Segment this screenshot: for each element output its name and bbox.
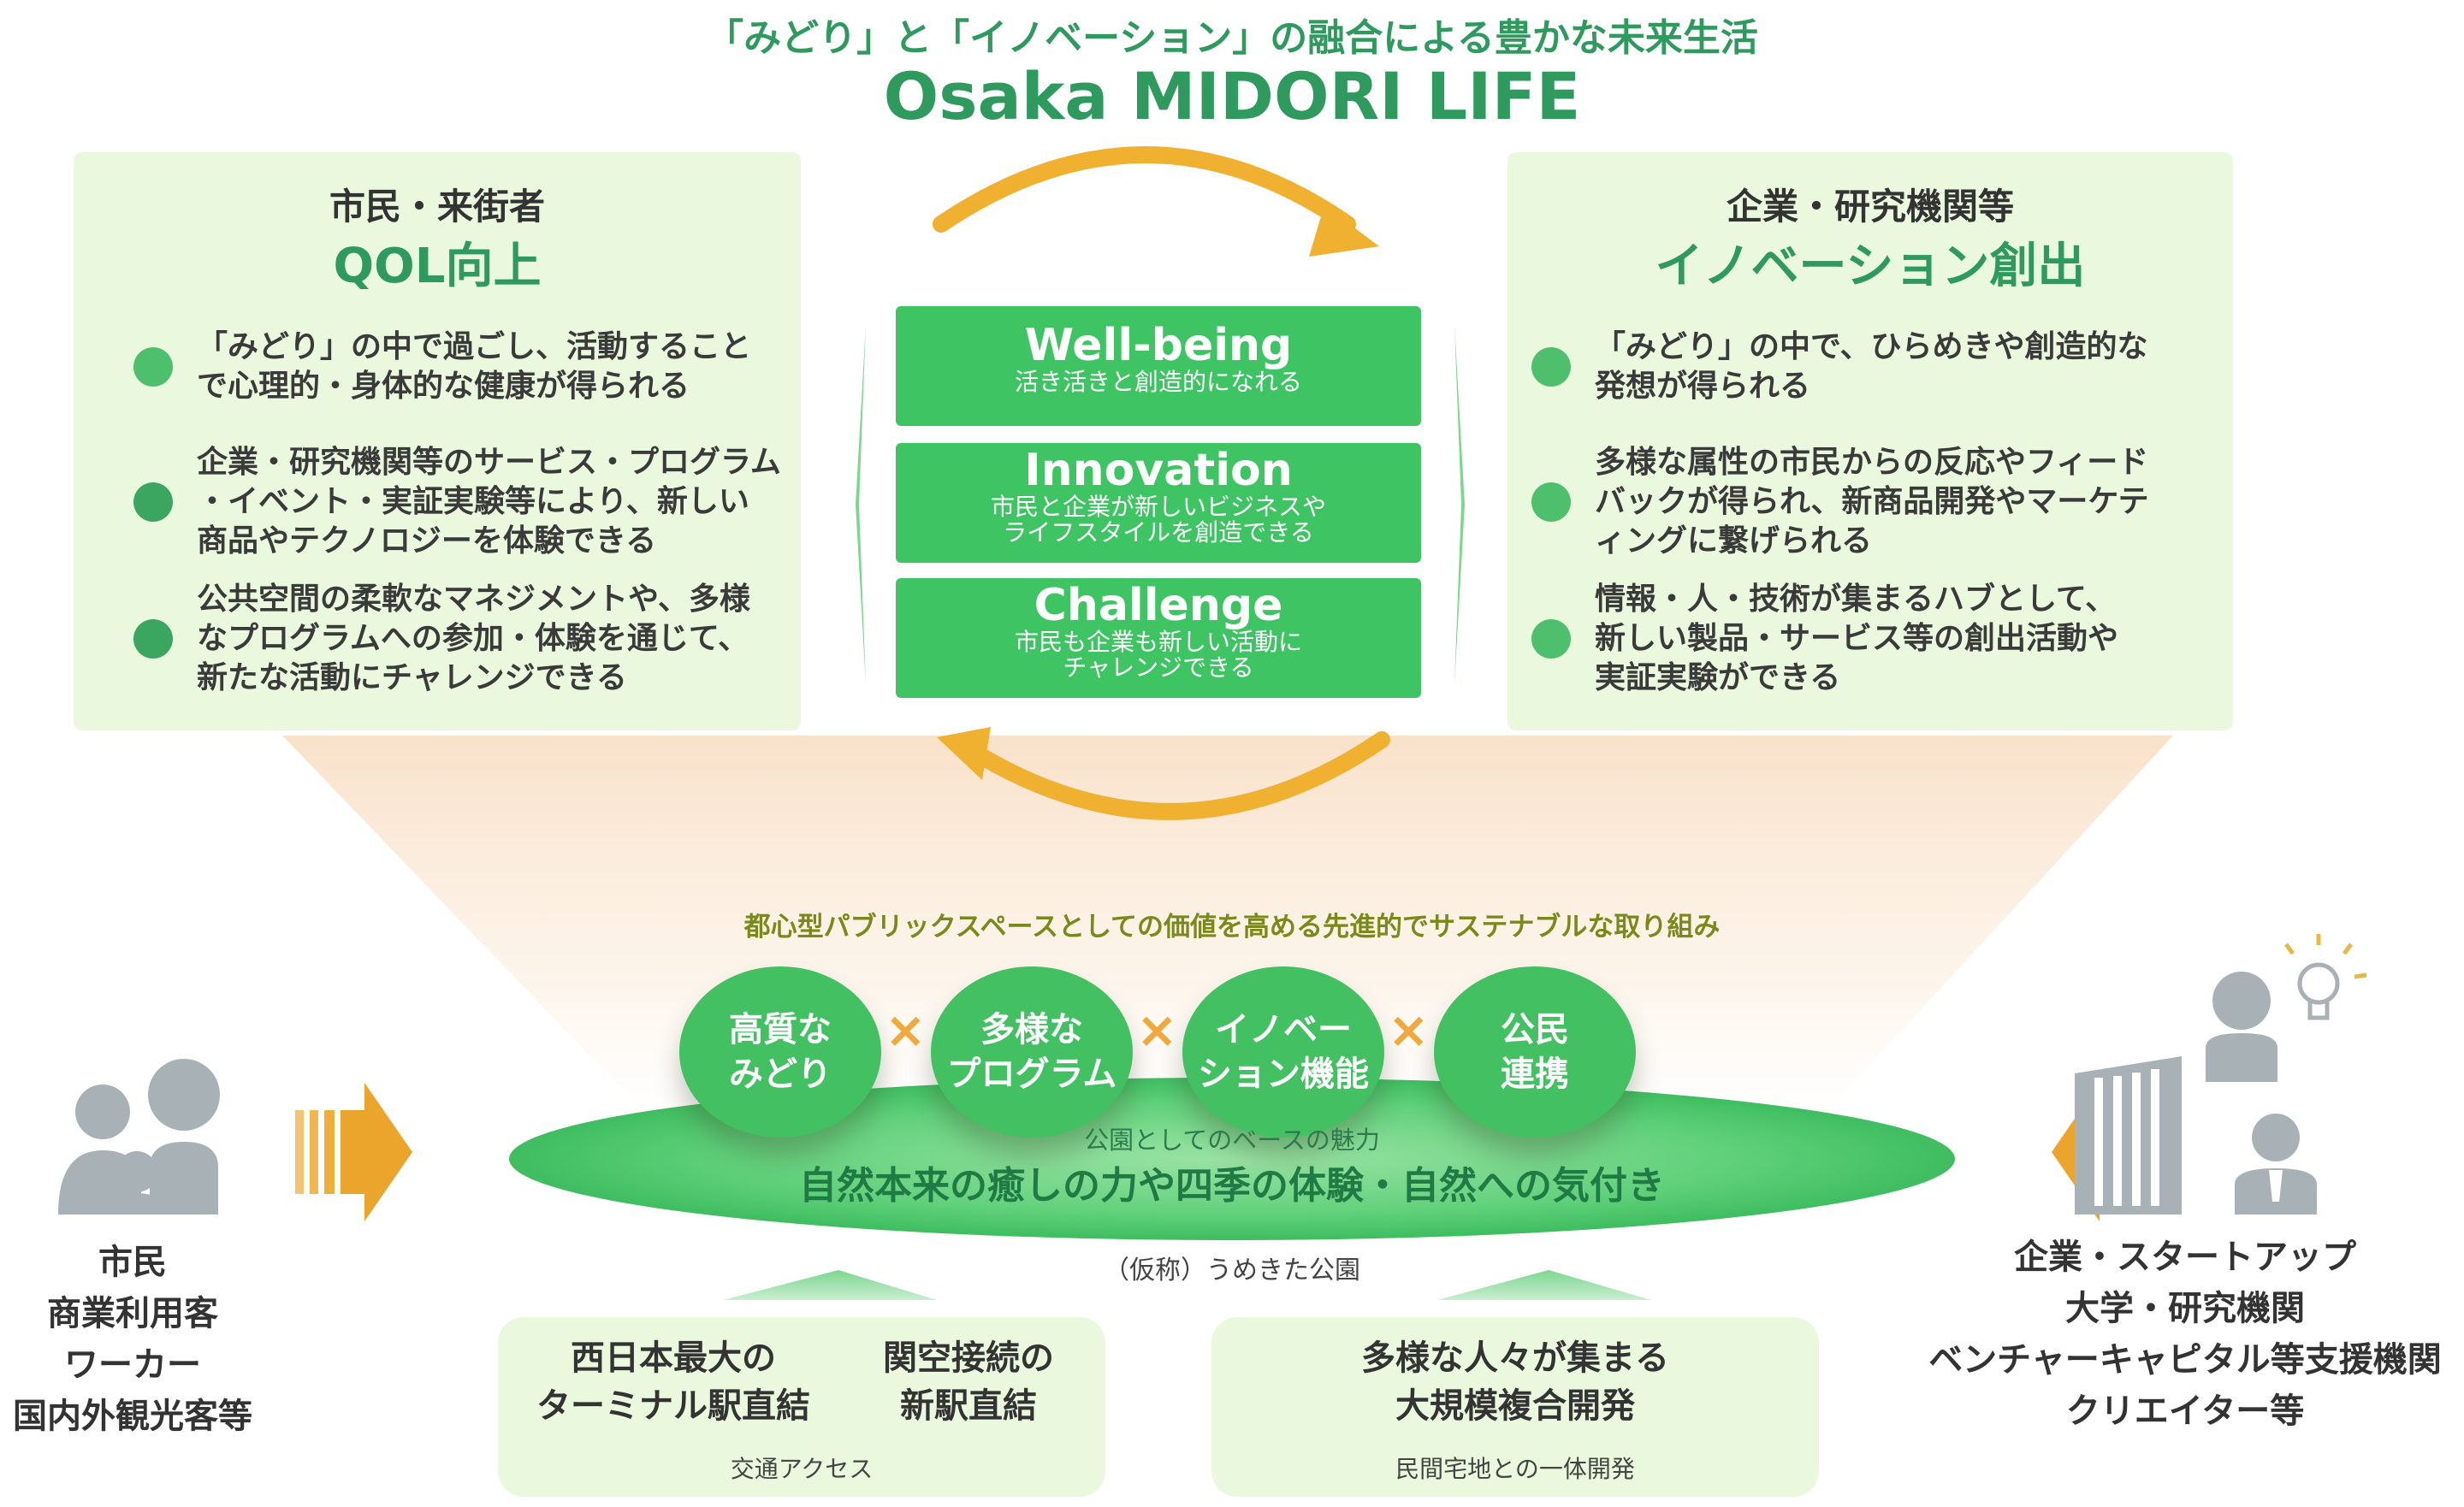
- company-panel: 企業・研究機関等 イノベーション創出 「みどり」の中で、ひらめきや創造的な 発想…: [1507, 152, 2233, 730]
- citizen-panel-subheading: QOL向上: [333, 239, 542, 294]
- challenge-box: Challenge 市民も企業も新しい活動に チャレンジできる: [896, 578, 1421, 698]
- list-item: 「みどり」の中で、ひらめきや創造的な 発想が得られる: [1531, 328, 2223, 406]
- businessperson-icon: [2235, 1114, 2317, 1214]
- lightbulb-icon: [2283, 934, 2367, 1020]
- wellbeing-subtitle: 活き活きと創造的になれる: [1014, 368, 1302, 396]
- bullet-text: 情報・人・技術が集まるハブとして、 新しい製品・サービス等の創出活動や 実証実験…: [1595, 582, 2119, 695]
- challenge-subtitle: 市民も企業も新しい活動に チャレンジできる: [1014, 628, 1302, 682]
- company-panel-subheading: イノベーション創出: [1655, 239, 2086, 294]
- citizen-panel: 市民・来街者 QOL向上 「みどり」の中で過ごし、活動すること で心理的・身体的…: [74, 152, 801, 730]
- innovation-title: Innovation: [1024, 445, 1293, 496]
- list-item: 公共空間の柔軟なマネジメントや、多様 なプログラムへの参加・体験を通じて、 新た…: [133, 580, 791, 698]
- company-user-list: 企業・スタートアップ 大学・研究機関 ベンチャーキャピタル等支援機関 クリエイタ…: [1928, 1238, 2442, 1431]
- company-panel-heading: 企業・研究機関等: [1726, 186, 2014, 228]
- initiative-title: 都心型パブリックスペースとしての価値を高める先進的でサステナブルな取り組み: [743, 912, 1721, 943]
- bullet-text: 「みどり」の中で過ごし、活動すること で心理的・身体的な健康が得られる: [197, 329, 752, 404]
- cycle-arrow-icon: [933, 146, 1356, 233]
- bullet-dot: [1531, 482, 1571, 522]
- development-box: 多様な人々が集まる 大規模複合開発 民間宅地との一体開発: [1211, 1317, 1819, 1497]
- person-icon: [2206, 972, 2277, 1082]
- park-name: （仮称）うめきた公園: [1104, 1256, 1360, 1285]
- transport-access-caption: 交通アクセス: [730, 1455, 874, 1483]
- times-symbol: ×: [885, 1001, 927, 1059]
- family-icon: [58, 1059, 220, 1214]
- base-main-text: 自然本来の癒しの力や四季の体験・自然への気付き: [799, 1164, 1665, 1208]
- diagram-title: Osaka MIDORI LIFE: [883, 58, 1581, 134]
- circle-innovation-function: イノベー ション機能: [1182, 966, 1384, 1138]
- times-symbol: ×: [1136, 1001, 1178, 1059]
- cycle-arrowhead-top: [1309, 205, 1379, 257]
- bullet-dot: [133, 619, 173, 659]
- wellbeing-box: Well-being 活き活きと創造的になれる: [896, 306, 1421, 426]
- list-item: 「みどり」の中で過ごし、活動すること で心理的・身体的な健康が得られる: [133, 328, 791, 406]
- bullet-text: 企業・研究機関等のサービス・プログラム ・イベント・実証実験等により、新しい 商…: [197, 445, 781, 558]
- development-caption: 民間宅地との一体開発: [1395, 1455, 1635, 1483]
- citizen-panel-heading: 市民・来街者: [329, 186, 545, 228]
- citizen-user-list: 市民 商業利用客 ワーカー 国内外観光客等: [13, 1243, 252, 1436]
- left-chevron-line: [856, 325, 866, 684]
- bullet-text: 「みどり」の中で、ひらめきや創造的な 発想が得られる: [1595, 329, 2148, 404]
- transport-access-box: 西日本最大の ターミナル駅直結 関空接続の 新駅直結 交通アクセス: [498, 1317, 1105, 1497]
- bullet-dot: [1531, 347, 1571, 387]
- list-item: 情報・人・技術が集まるハブとして、 新しい製品・サービス等の創出活動や 実証実験…: [1531, 580, 2223, 698]
- cycle-arrow-icon: [967, 731, 1390, 820]
- wellbeing-title: Well-being: [1024, 320, 1293, 371]
- building-icon: [2075, 1056, 2182, 1214]
- bullet-text: 多様な属性の市民からの反応やフィード バックが得られ、新商品開発やマーケテ ィン…: [1595, 445, 2149, 558]
- development-text: 多様な人々が集まる 大規模複合開発: [1361, 1339, 1669, 1426]
- times-symbol: ×: [1388, 1001, 1430, 1059]
- block-arrow-icon: [295, 1083, 412, 1221]
- circle-diverse-programs: 多様な プログラム: [931, 966, 1133, 1138]
- terminal-station-text: 西日本最大の ターミナル駅直結: [536, 1339, 810, 1426]
- bullet-dot: [133, 347, 173, 387]
- up-arrow-right: [1437, 1270, 1651, 1300]
- innovation-subtitle: 市民と企業が新しいビジネスや ライフスタイルを創造できる: [990, 493, 1326, 547]
- challenge-title: Challenge: [1034, 580, 1283, 631]
- diagram-subtitle: 「みどり」と「イノベーション」の融合による豊かな未来生活: [706, 16, 1758, 60]
- right-chevron-line: [1454, 325, 1465, 684]
- circle-quality-green: 高質な みどり: [679, 966, 881, 1138]
- bullet-dot: [1531, 619, 1571, 659]
- innovation-box: Innovation 市民と企業が新しいビジネスや ライフスタイルを創造できる: [896, 443, 1421, 563]
- cycle-arrowhead-bottom: [937, 727, 991, 780]
- list-item: 企業・研究機関等のサービス・プログラム ・イベント・実証実験等により、新しい 商…: [133, 443, 791, 561]
- circle-public-private: 公民 連携: [1434, 966, 1636, 1138]
- bullet-dot: [133, 482, 173, 522]
- new-station-text: 関空接続の 新駅直結: [883, 1339, 1054, 1426]
- bullet-text: 公共空間の柔軟なマネジメントや、多様 なプログラムへの参加・体験を通じて、 新た…: [197, 582, 750, 695]
- list-item: 多様な属性の市民からの反応やフィード バックが得られ、新商品開発やマーケテ ィン…: [1531, 443, 2223, 561]
- base-label: 公園としてのベースの魅力: [1084, 1126, 1380, 1155]
- up-arrow-left: [723, 1270, 937, 1300]
